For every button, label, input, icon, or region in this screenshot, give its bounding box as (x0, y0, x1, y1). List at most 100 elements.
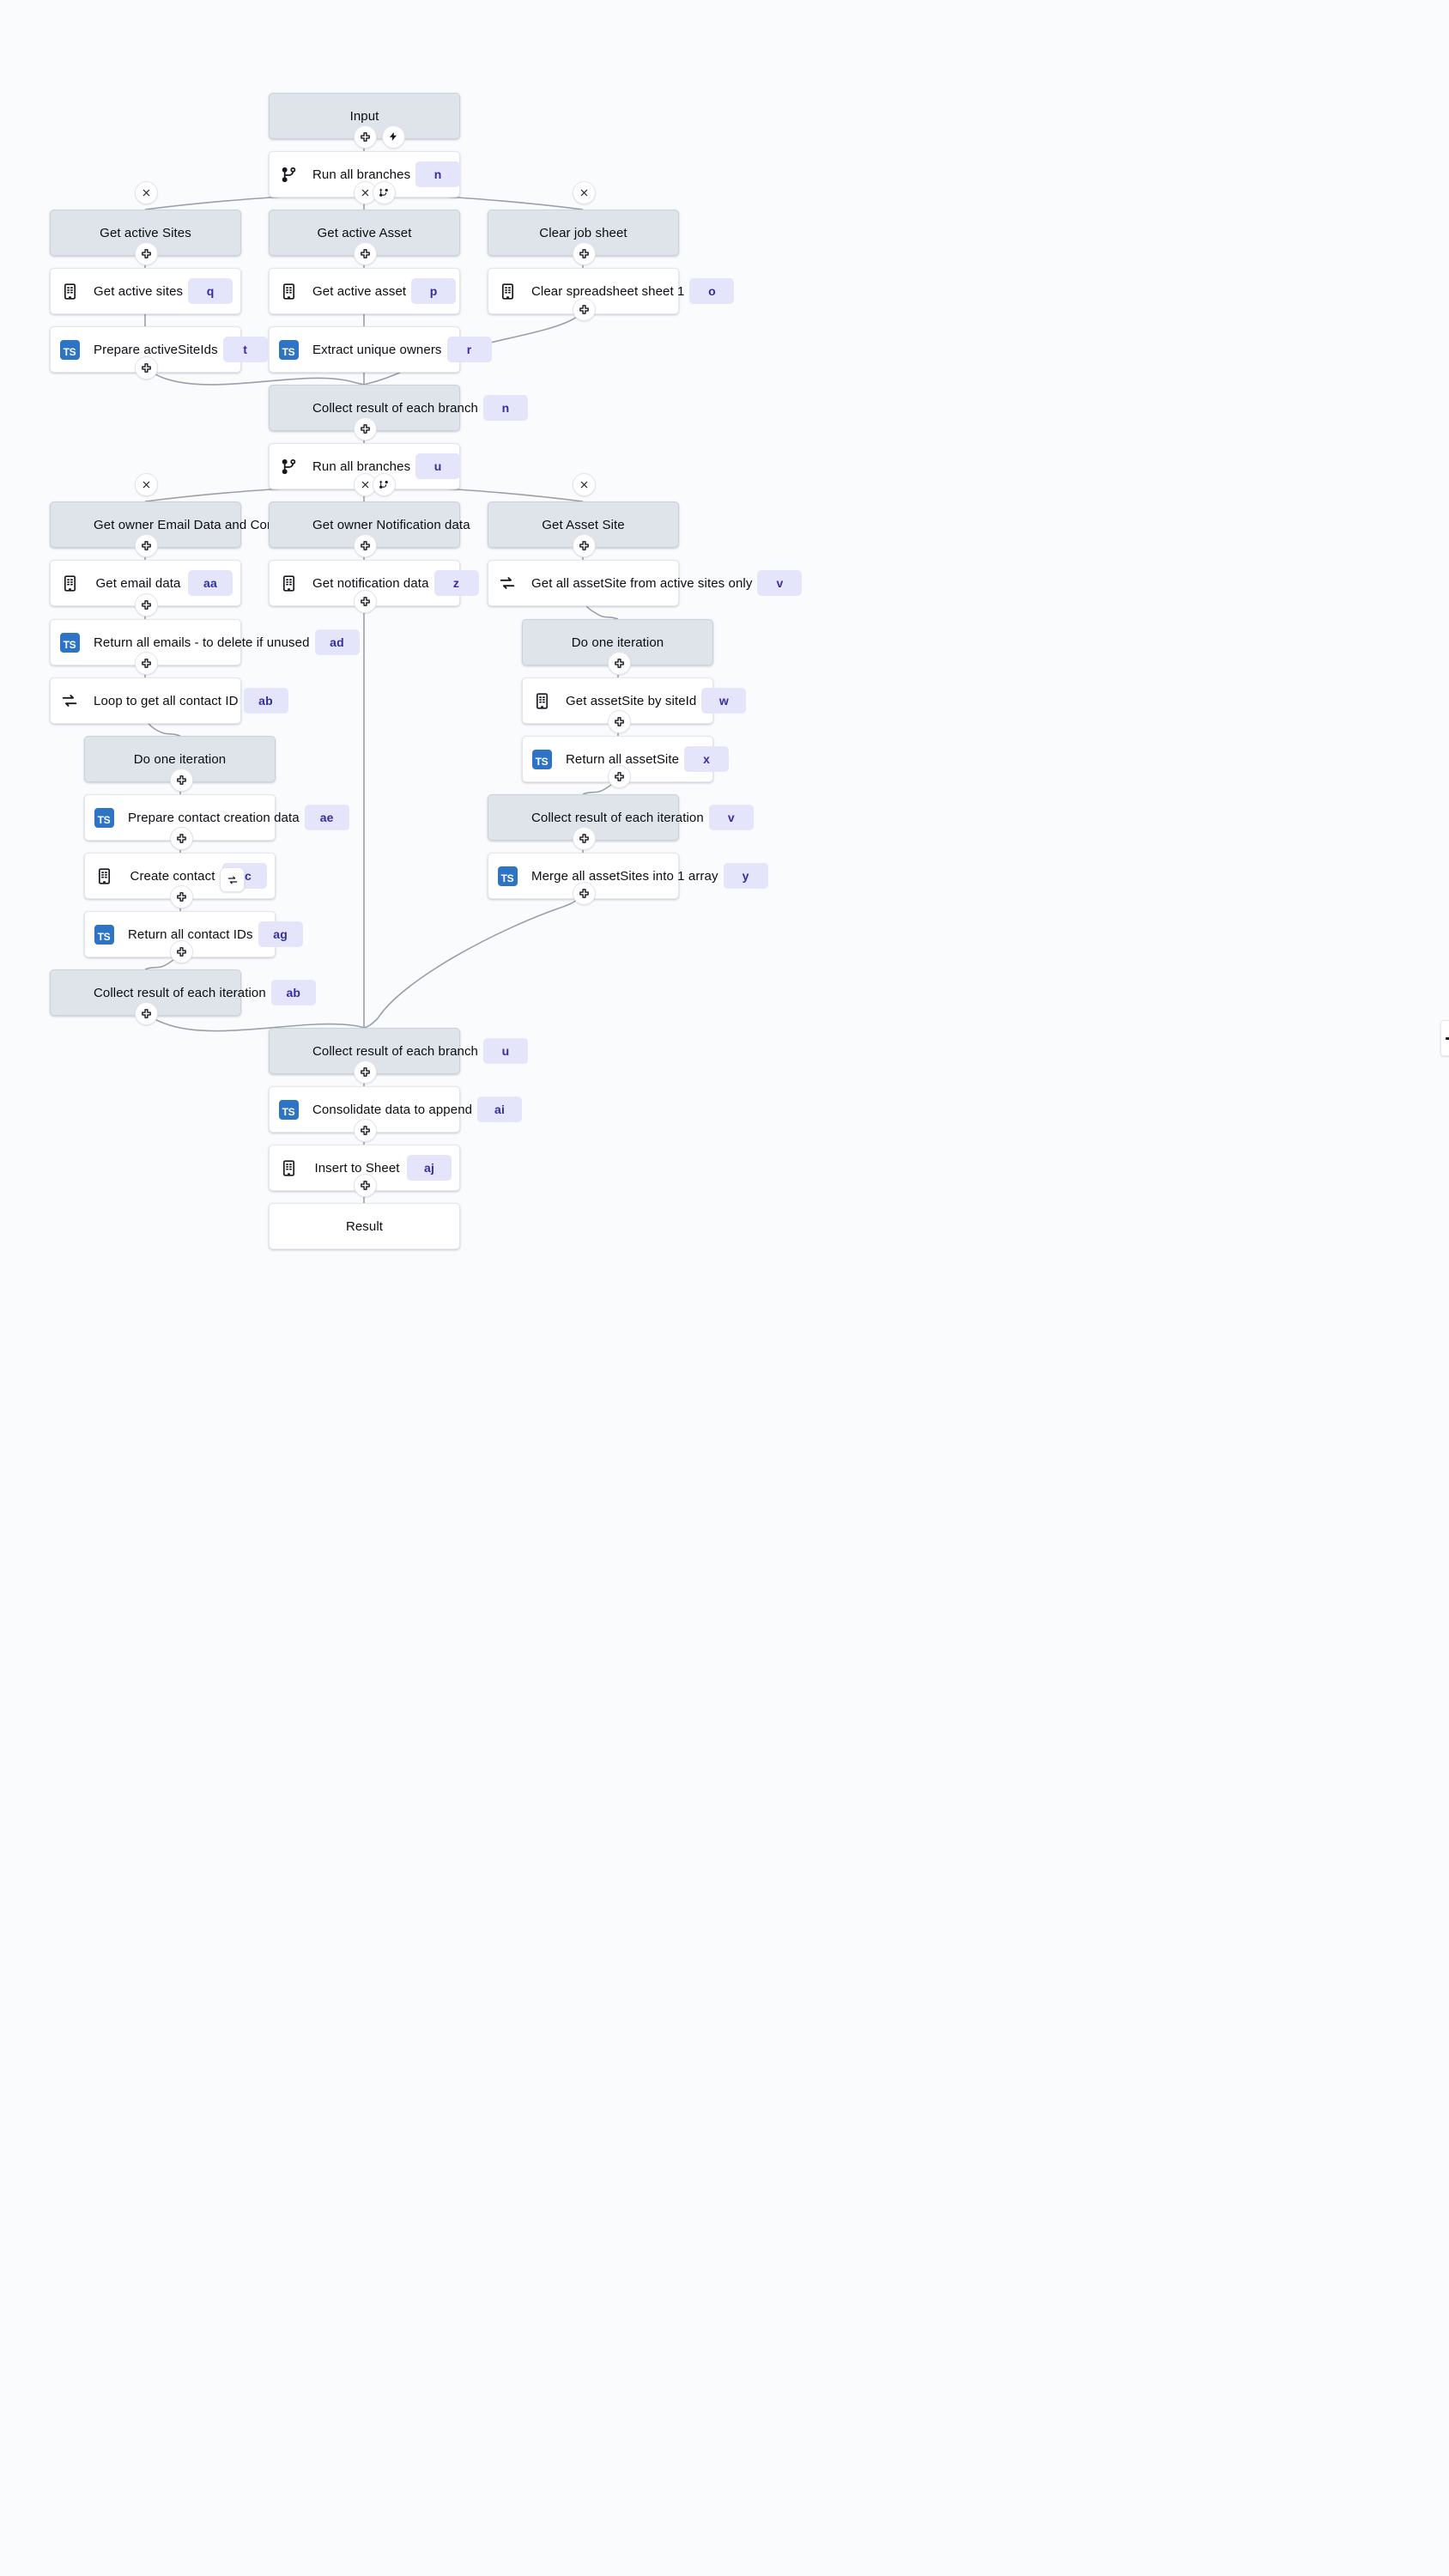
node-shortcut-badge[interactable]: v (708, 805, 754, 830)
add-step-handle[interactable] (134, 651, 158, 675)
add-step-handle[interactable] (169, 826, 193, 850)
add-step-handle[interactable] (353, 241, 377, 265)
node-label: Do one iteration (133, 751, 227, 767)
ts-icon: TS (59, 339, 80, 360)
add-step-handle[interactable] (353, 416, 377, 440)
add-branch-handle[interactable] (372, 180, 396, 204)
trigger-bolt-handle[interactable] (381, 125, 405, 149)
ts-icon: TS (278, 339, 299, 360)
node-shortcut-badge[interactable]: r (446, 337, 492, 362)
remove-branch-handle[interactable] (134, 180, 158, 204)
add-step-handle[interactable] (607, 651, 631, 675)
add-step-handle[interactable] (572, 241, 596, 265)
add-step-handle[interactable] (572, 297, 596, 321)
node-get_all_assetsite[interactable]: Get all assetSite from active sites only… (488, 560, 803, 606)
add-step-handle[interactable] (134, 241, 158, 265)
node-result[interactable]: Result (269, 1203, 460, 1249)
node-icon-slot (488, 283, 526, 301)
add-step-handle[interactable] (607, 709, 631, 733)
retry-chip[interactable] (220, 867, 245, 892)
add-step-handle[interactable] (353, 589, 377, 613)
add-step-handle[interactable] (572, 826, 596, 850)
add-step-handle[interactable] (169, 768, 193, 792)
node-shortcut-badge[interactable]: ag (258, 921, 303, 947)
node-label: Get owner Email Data and Contact Ids (94, 517, 317, 532)
node-shortcut-badge[interactable]: t (222, 337, 268, 362)
add-step-handle[interactable] (572, 881, 596, 905)
node-do_one_iter_r[interactable]: Do one iteration (522, 619, 713, 665)
add-step-handle[interactable] (134, 592, 158, 617)
node-shortcut-badge[interactable]: q (188, 278, 233, 304)
add-step-handle[interactable] (169, 884, 193, 908)
node-label: Get active sites (94, 283, 184, 299)
node-label: Get all assetSite from active sites only (531, 575, 753, 591)
node-label: Do one iteration (571, 635, 664, 650)
node-shortcut-badge[interactable]: w (701, 688, 747, 714)
node-shortcut-badge[interactable]: z (433, 570, 479, 596)
add-step-handle[interactable] (353, 1173, 377, 1197)
ts-icon: TS (94, 807, 114, 828)
spreadsheet-icon (95, 867, 113, 885)
node-shortcut-badge[interactable]: u (483, 1038, 528, 1064)
node-label: Get active Asset (317, 225, 412, 240)
node-icon-slot: TS (270, 339, 307, 360)
node-shortcut-badge[interactable]: n (483, 395, 528, 421)
node-label: Insert to Sheet (314, 1160, 400, 1176)
remove-branch-handle[interactable] (572, 180, 596, 204)
node-icon-slot (51, 691, 88, 710)
ts-icon: TS (497, 866, 518, 886)
node-icon-slot (270, 166, 307, 184)
add-step-handle[interactable] (353, 125, 377, 149)
add-step-handle[interactable] (353, 1118, 377, 1142)
node-shortcut-badge[interactable]: u (415, 453, 461, 479)
add-step-handle[interactable] (353, 533, 377, 557)
add-step-handle[interactable] (134, 533, 158, 557)
node-shortcut-badge[interactable]: n (415, 161, 461, 187)
node-shortcut-badge[interactable]: ai (477, 1097, 523, 1122)
node-shortcut-badge[interactable]: ab (243, 688, 288, 714)
node-label: Extract unique owners (312, 342, 442, 357)
add-branch-handle[interactable] (372, 472, 396, 496)
add-step-handle[interactable] (607, 764, 631, 788)
node-extract_owners[interactable]: TS Extract unique owners r (269, 326, 492, 373)
node-icon-slot: TS (523, 749, 561, 769)
add-step-handle[interactable] (353, 1060, 377, 1084)
node-shortcut-badge[interactable]: v (757, 570, 803, 596)
loop-icon (498, 574, 517, 592)
add-step-handle[interactable] (169, 939, 193, 963)
node-shortcut-badge[interactable]: y (723, 863, 768, 889)
remove-branch-handle[interactable] (572, 472, 596, 496)
node-shortcut-badge[interactable]: p (411, 278, 457, 304)
node-icon-slot (523, 692, 561, 710)
node-branch_jobsheet[interactable]: Clear job sheet (488, 210, 679, 256)
node-label: Run all branches (312, 459, 411, 474)
node-shortcut-badge[interactable]: aj (407, 1155, 452, 1181)
node-shortcut-badge[interactable]: aa (188, 570, 233, 596)
node-shortcut-badge[interactable]: ae (304, 805, 349, 830)
add-step-handle[interactable] (134, 355, 158, 380)
node-branch_assetsite[interactable]: Get Asset Site (488, 501, 679, 548)
node-icon-slot (270, 458, 307, 476)
node-shortcut-badge[interactable]: ad (314, 629, 360, 655)
node-icon-slot (270, 1159, 307, 1177)
node-shortcut-badge[interactable]: x (684, 746, 730, 772)
add-step-handle[interactable] (134, 1001, 158, 1025)
remove-branch-handle[interactable] (134, 472, 158, 496)
canvas-edge-control[interactable] (1440, 1020, 1449, 1056)
add-step-handle[interactable] (572, 533, 596, 557)
node-shortcut-badge[interactable]: ab (270, 980, 316, 1005)
node-label: Run all branches (312, 167, 411, 182)
node-shortcut-badge[interactable]: o (689, 278, 735, 304)
